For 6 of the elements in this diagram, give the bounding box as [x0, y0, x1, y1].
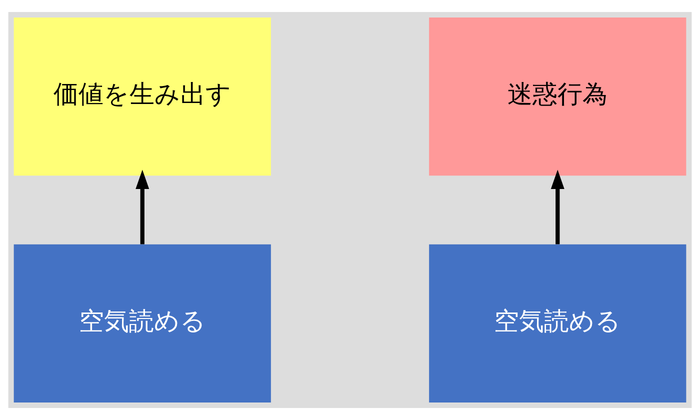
arrow — [550, 170, 564, 244]
node-box: 迷惑行為 — [429, 18, 686, 176]
node-box: 価値を生み出す — [14, 18, 271, 176]
arrow — [136, 170, 150, 244]
node-box: 空気読める — [429, 244, 686, 402]
node-box: 空気読める — [14, 244, 271, 402]
